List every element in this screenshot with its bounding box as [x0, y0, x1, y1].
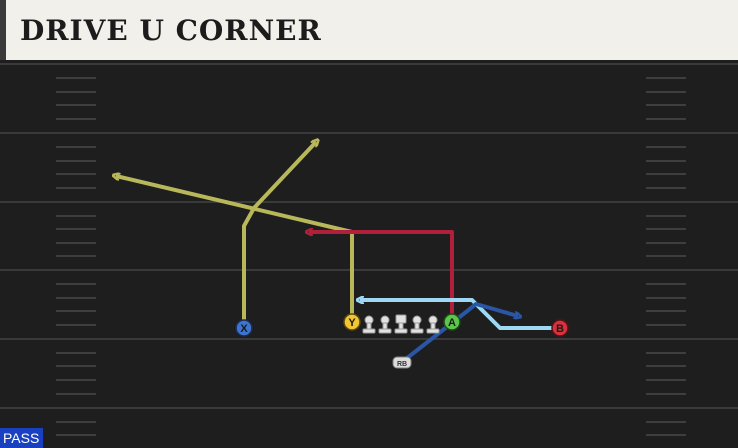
player-x: X [235, 319, 253, 337]
player-b: B [551, 319, 569, 337]
play-type-badge: PASS [0, 428, 44, 448]
play-title-banner: DRIVE U CORNER [0, 0, 738, 60]
play-field: X Y A B RB [0, 60, 738, 448]
lineman-rg [410, 315, 424, 334]
player-y: Y [343, 313, 361, 331]
player-rb: RB [392, 356, 412, 369]
player-a: A [443, 313, 461, 331]
route-a-out [309, 232, 454, 322]
route-x-post [242, 142, 316, 328]
lineman-lt [362, 315, 376, 334]
player-x-label: X [240, 323, 248, 335]
hash-marks-right [646, 77, 686, 436]
offensive-line [362, 314, 440, 334]
lineman-lg [378, 315, 392, 334]
field-turf [0, 60, 738, 448]
lineman-c [394, 314, 408, 334]
player-rb-label: RB [397, 361, 407, 368]
player-a-label: A [448, 317, 456, 329]
yard-lines [0, 63, 738, 409]
player-b-label: B [556, 323, 564, 335]
route-rb-flat [400, 302, 518, 364]
player-y-label: Y [348, 317, 356, 329]
route-b-drive [360, 300, 558, 330]
play-title: DRIVE U CORNER [20, 14, 322, 47]
lineman-rt [426, 315, 440, 334]
hash-marks-left [56, 77, 96, 436]
